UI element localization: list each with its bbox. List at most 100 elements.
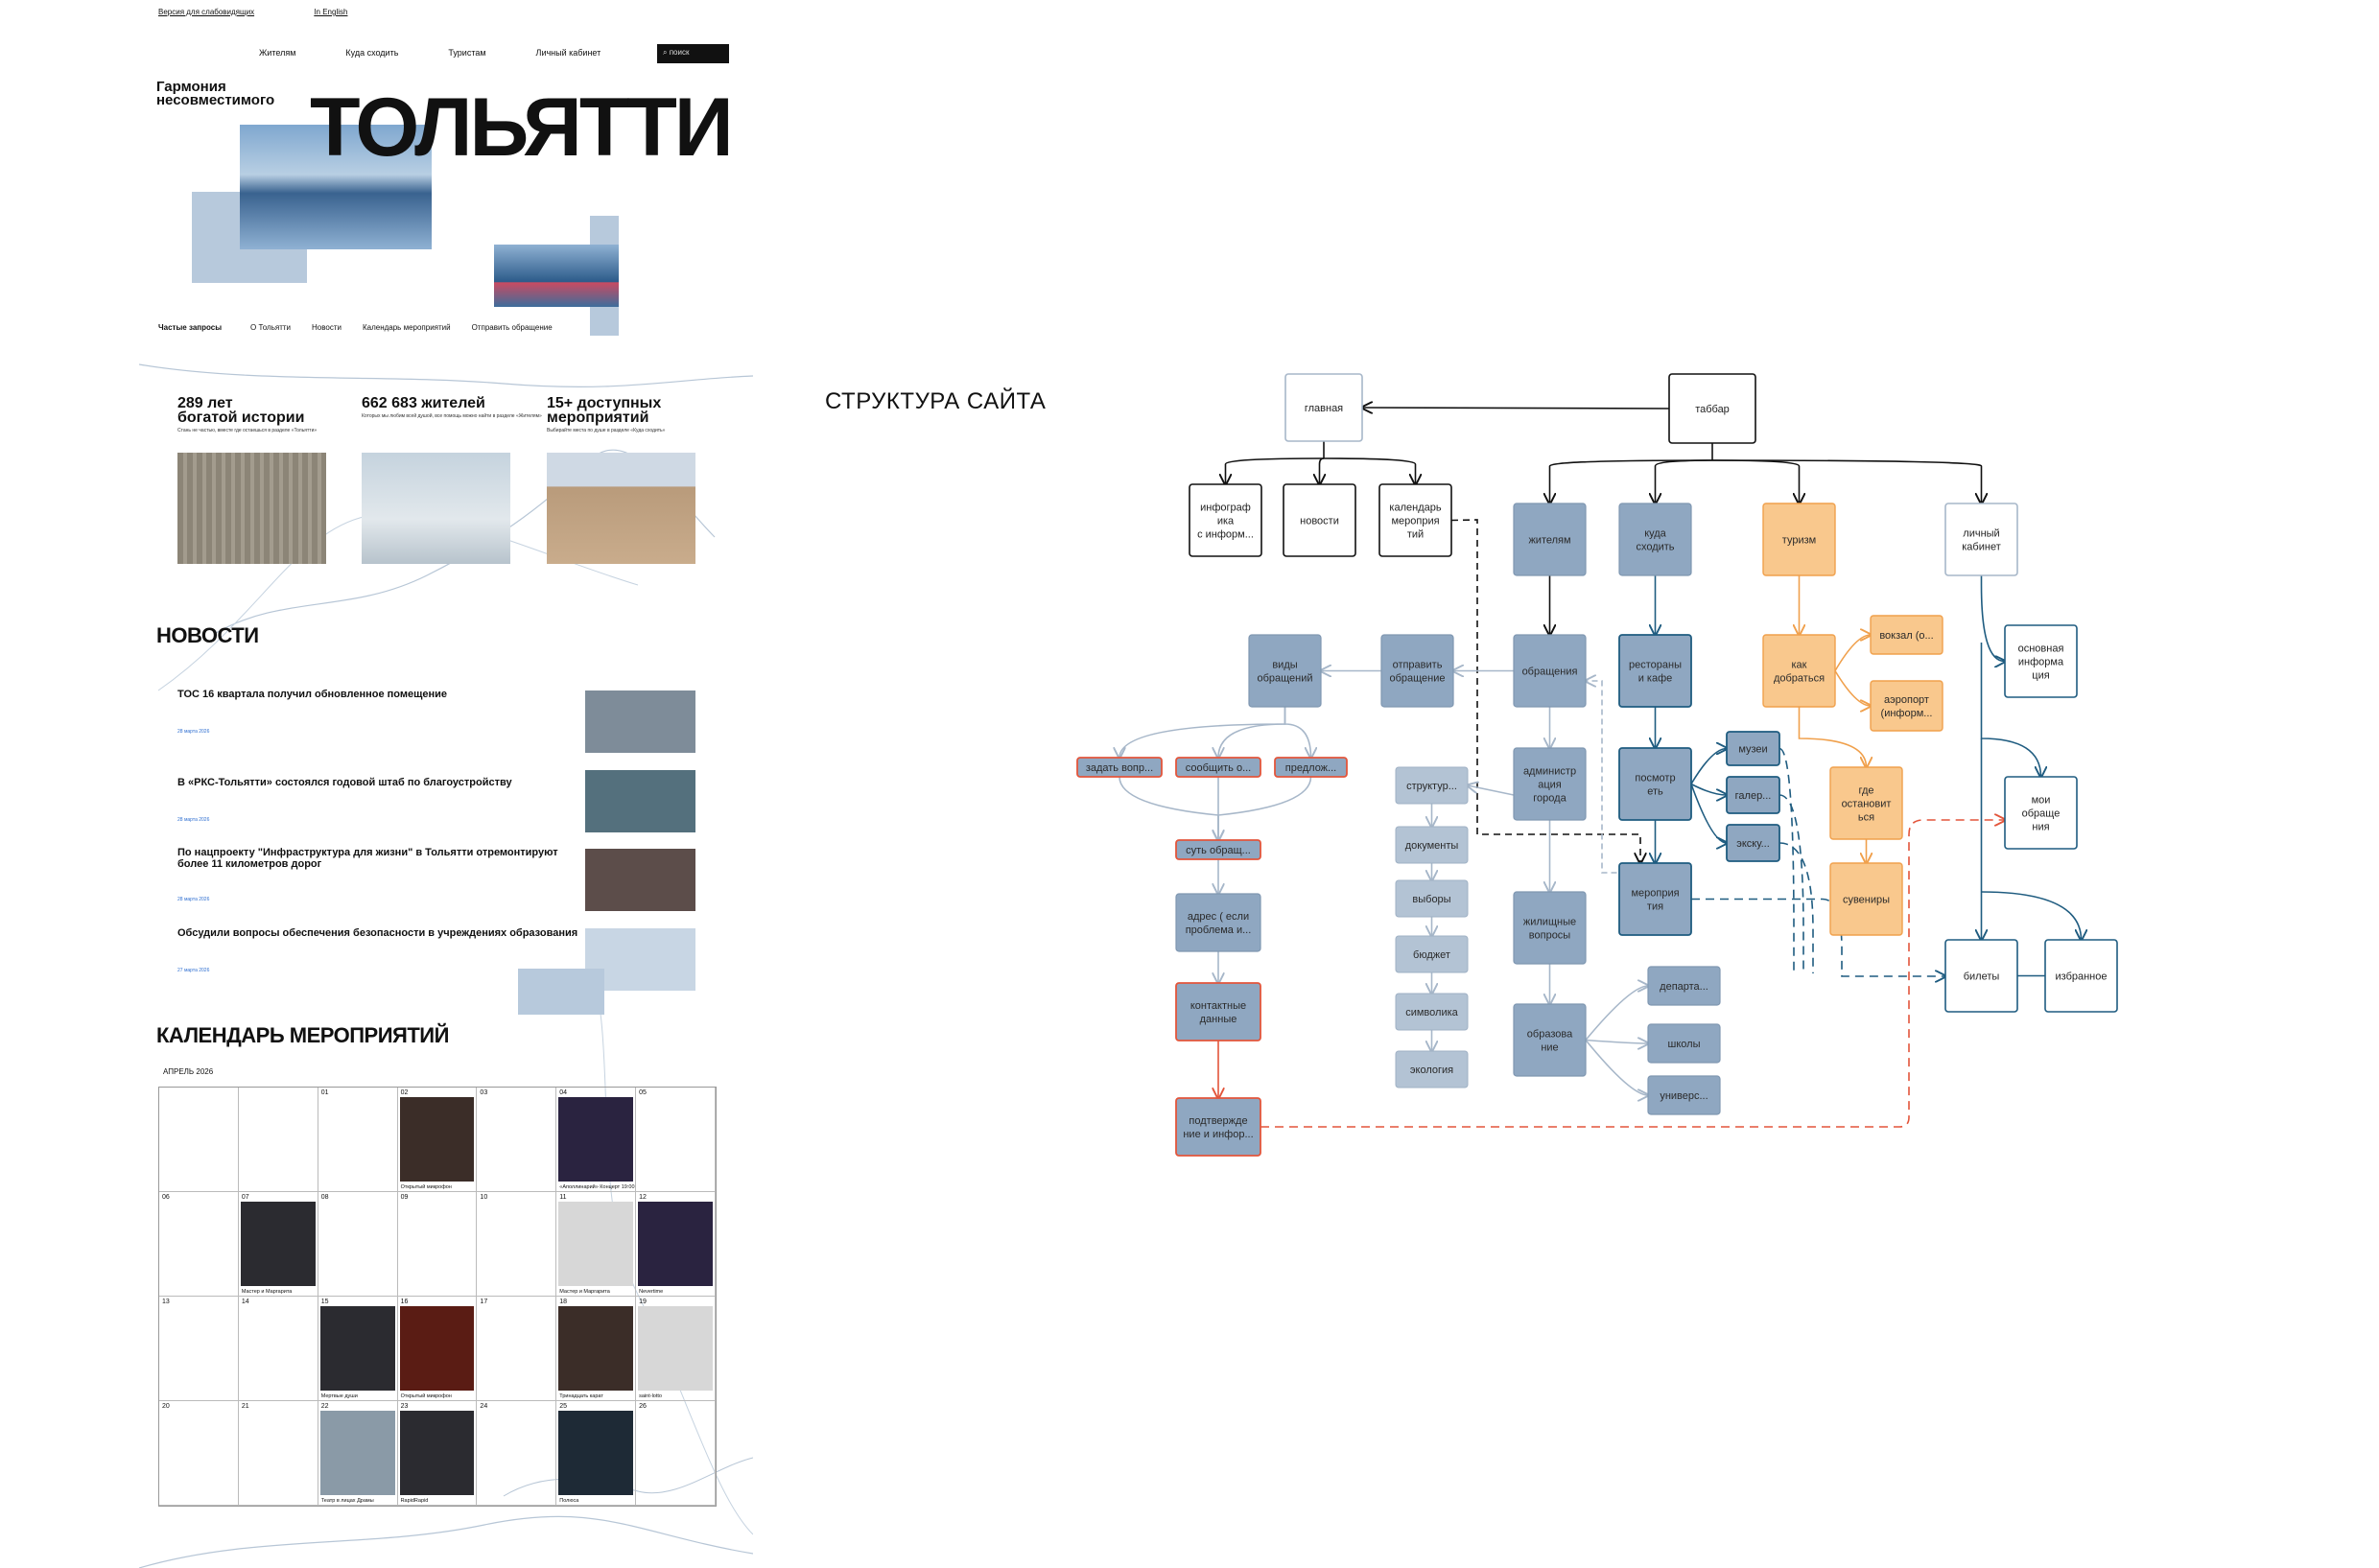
diagram-edge	[1226, 457, 1325, 484]
node-box	[1647, 966, 1721, 1006]
calendar-day-number: 13	[162, 1299, 170, 1305]
calendar-day[interactable]: 08	[318, 1192, 398, 1297]
nav-where-to-go[interactable]: Куда сходить	[345, 48, 399, 58]
event-photo	[240, 1202, 316, 1286]
node-box	[1618, 634, 1692, 708]
calendar-day[interactable]: 04«Аполлинарий» Концерт 19:00	[556, 1088, 637, 1192]
calendar-day-number: 25	[559, 1403, 568, 1410]
node-label: (информ...	[1881, 708, 1933, 719]
node-glavnaya: главная	[1284, 373, 1363, 442]
node-box	[1618, 747, 1692, 821]
node-zhitelyam: жителям	[1513, 503, 1587, 576]
node-suveniry: сувениры	[1829, 862, 1903, 936]
node-box	[1762, 503, 1836, 576]
diagram-edge	[1690, 749, 1727, 784]
nav-account[interactable]: Личный кабинет	[535, 48, 601, 58]
news-item[interactable]: Обсудили вопросы обеспечения безопасност…	[177, 927, 580, 973]
node-box	[1189, 483, 1262, 557]
diagram-edge	[1218, 707, 1286, 758]
node-label: кабинет	[1962, 542, 2000, 553]
calendar-day[interactable]: 21	[238, 1401, 318, 1506]
news-item[interactable]: По нацпроекту "Инфраструктура для жизни"…	[177, 847, 580, 902]
calendar-day[interactable]: 05	[636, 1088, 716, 1192]
faq-link[interactable]: Отправить обращение	[471, 323, 553, 332]
faq-link[interactable]: О Тольятти	[250, 323, 291, 332]
faq-link[interactable]: Новости	[312, 323, 342, 332]
calendar-day-number: 07	[241, 1194, 249, 1201]
search-icon: ⌕	[663, 48, 670, 57]
calendar-day[interactable]: 24	[477, 1401, 557, 1506]
calendar-heading: КАЛЕНДАРЬ МЕРОПРИЯТИЙ	[156, 1023, 449, 1047]
calendar-day[interactable]: 10	[477, 1192, 557, 1297]
node-box	[1647, 1075, 1721, 1115]
news-photo	[585, 690, 695, 753]
calendar-day-number: 05	[639, 1089, 647, 1096]
calendar-day[interactable]: 03	[477, 1088, 557, 1192]
calendar-day[interactable]: 06	[159, 1192, 239, 1297]
node-box	[1274, 757, 1348, 778]
faq-link[interactable]: Календарь мероприятий	[362, 323, 451, 332]
diagram-edge	[1468, 785, 1515, 796]
node-box	[1726, 824, 1780, 862]
event-photo	[558, 1411, 634, 1495]
node-box	[1513, 747, 1587, 821]
stat-note: Выбирайте места по душе в разделе «Куда …	[547, 428, 666, 433]
news-title: ТОС 16 квартала получил обновленное поме…	[177, 689, 448, 700]
node-label: города	[1533, 793, 1566, 805]
search-input[interactable]: ⌕ поиск	[657, 44, 729, 63]
calendar-month: АПРЕЛЬ 2026	[163, 1067, 214, 1076]
event-title: Открытый микрофон	[400, 1184, 452, 1190]
diagram-edge	[1218, 776, 1312, 840]
diagram-edge	[1320, 457, 1325, 484]
diagram-edge	[1778, 794, 1804, 973]
calendar-day[interactable]: 01	[318, 1088, 398, 1192]
node-label: школы	[1668, 1039, 1701, 1050]
event-photo	[638, 1306, 713, 1391]
diagram-edge	[1834, 670, 1871, 707]
english-link[interactable]: In English	[314, 8, 348, 16]
calendar-day[interactable]: 26	[636, 1401, 716, 1506]
calendar-day[interactable]: 17	[477, 1297, 557, 1401]
node-label: тий	[1407, 529, 1424, 541]
node-label: сообщить о...	[1186, 762, 1251, 774]
node-label: куда	[1644, 528, 1666, 540]
node-label: виды	[1272, 660, 1297, 671]
news-item[interactable]: В «РКС-Тольятти» состоялся годовой штаб …	[177, 777, 580, 823]
news-item[interactable]: ТОС 16 квартала получил обновленное поме…	[177, 689, 580, 735]
calendar-day[interactable]: 20	[159, 1401, 239, 1506]
node-label: вокзал (о...	[1879, 630, 1933, 642]
node-label: избранное	[2056, 971, 2108, 983]
diagram-edge	[1362, 408, 1670, 409]
calendar-day[interactable]: 09	[397, 1192, 478, 1297]
node-label: мои	[2032, 795, 2051, 807]
accessibility-bar: Версия для слабовидящих In English	[158, 8, 405, 16]
node-box	[1395, 993, 1469, 1031]
news-date: 28 марта 2026	[177, 897, 210, 902]
node-label: экску...	[1736, 838, 1770, 850]
event-photo	[558, 1202, 634, 1286]
node-box	[1175, 893, 1261, 952]
nav-tourists[interactable]: Туристам	[448, 48, 486, 58]
calendar-day[interactable]: 14	[238, 1297, 318, 1401]
nav-residents[interactable]: Жителям	[259, 48, 296, 58]
calendar-day[interactable]: 13	[159, 1297, 239, 1401]
diagram-edge	[1980, 643, 2041, 777]
node-label: и кафе	[1638, 673, 1673, 685]
low-vision-link[interactable]: Версия для слабовидящих	[158, 8, 255, 16]
hero-description	[494, 197, 619, 202]
